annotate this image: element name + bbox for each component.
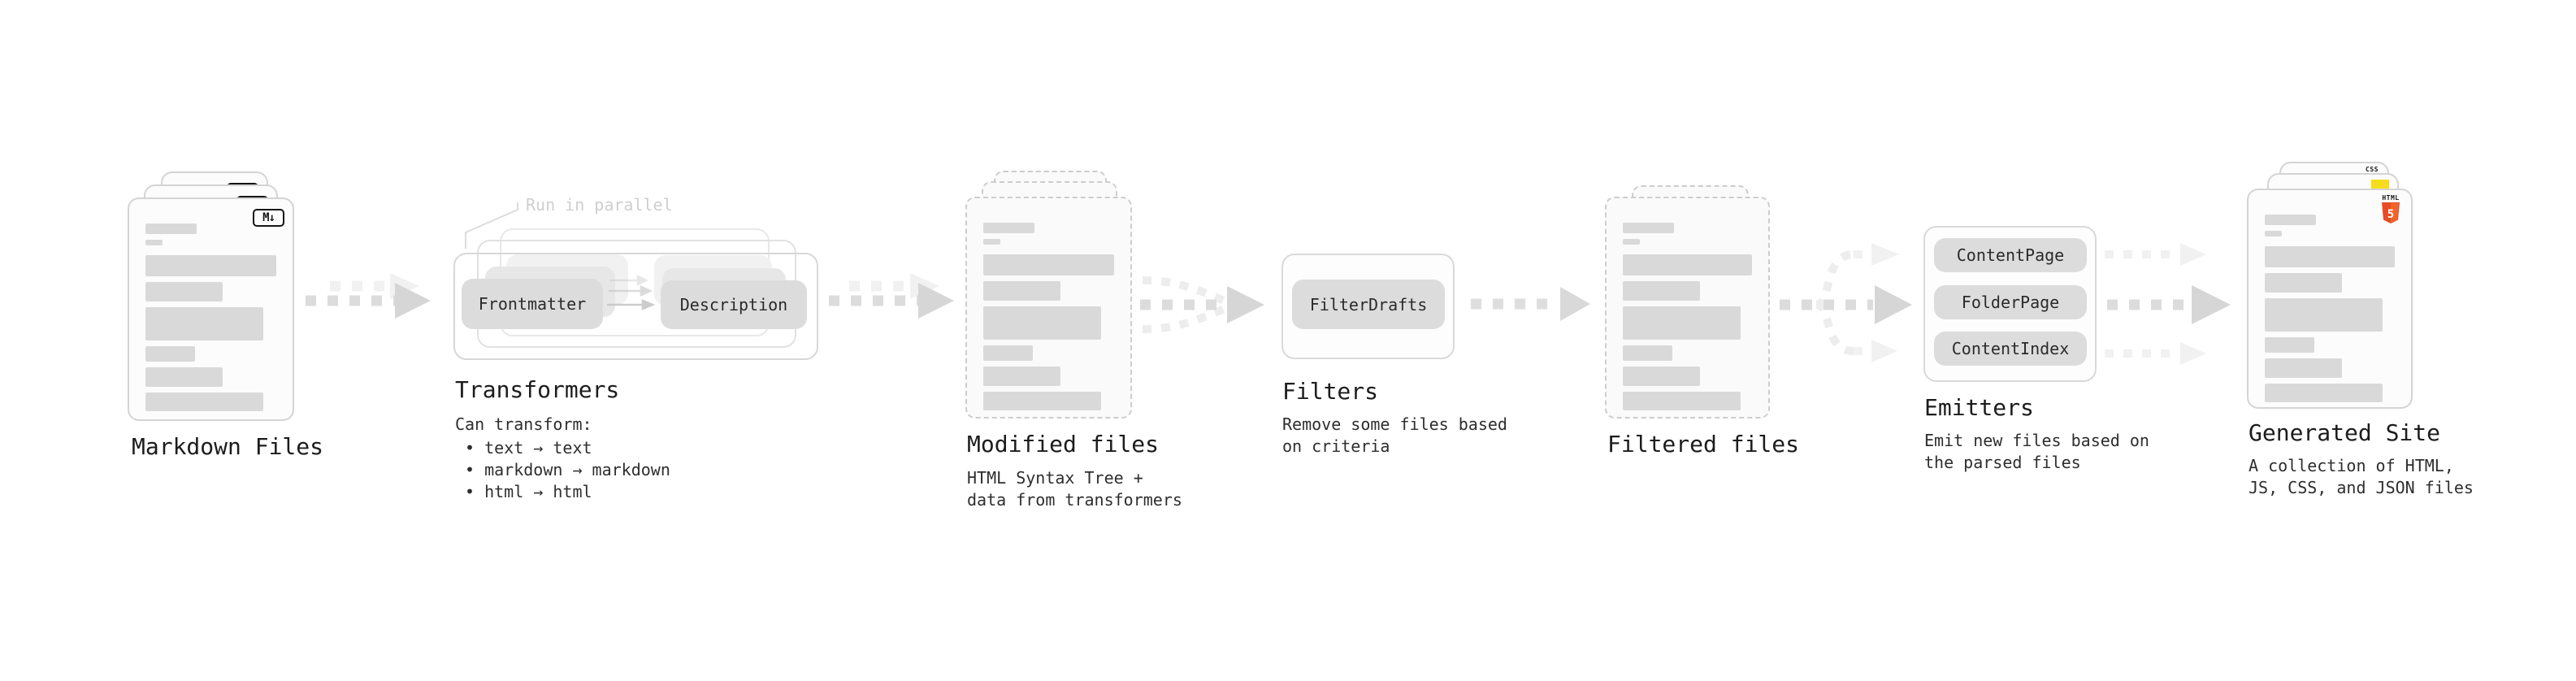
- stage-title-emitters: Emitters: [1924, 394, 2034, 421]
- stage-subtitle-generated-site: A collection of HTML, JS, CSS, and JSON …: [2249, 456, 2474, 497]
- bullet-item: • text → text: [465, 438, 592, 458]
- stage-title-filters: Filters: [1282, 378, 1379, 405]
- run-in-parallel-bracket: [465, 202, 518, 249]
- transform-step-arrows: [607, 274, 656, 310]
- css-icon-label: CSS: [2366, 166, 2379, 173]
- bullet-item: • html → html: [465, 482, 592, 501]
- svg-text:5: 5: [2387, 208, 2394, 221]
- transformers-bullet-list: • text → text • markdown → markdown • ht…: [465, 437, 670, 503]
- description-chip: Description: [661, 280, 807, 329]
- stage-filtered-files: [1605, 185, 1770, 419]
- file-card-dashed: [1605, 197, 1770, 419]
- stage-subtitle-transformers: Can transform:: [455, 414, 592, 434]
- frontmatter-chip: Frontmatter: [462, 279, 603, 329]
- markdown-icon: M↓: [253, 209, 284, 227]
- stage-title-transformers: Transformers: [455, 376, 620, 403]
- document-skeleton: [2265, 215, 2395, 402]
- file-card-dashed: [965, 197, 1132, 419]
- html5-icon: HTML 5: [2380, 194, 2401, 224]
- bullet-item: • markdown → markdown: [465, 460, 670, 479]
- js-icon: [2371, 180, 2389, 189]
- stage-title-markdown-files: Markdown Files: [132, 433, 324, 460]
- arrow-transformers-to-modified: [829, 273, 954, 319]
- emitter-chip-contentindex: ContentIndex: [1934, 332, 2087, 366]
- arrow-filters-to-filtered: [1471, 287, 1590, 321]
- stage-generated-site: CSS HTML 5: [2247, 162, 2413, 409]
- file-card: HTML 5: [2247, 189, 2413, 409]
- arrow-filtered-to-emitters: [1780, 243, 1912, 362]
- document-skeleton: [983, 223, 1114, 410]
- document-skeleton: [145, 223, 276, 411]
- run-in-parallel-annotation: Run in parallel: [526, 195, 673, 215]
- stage-modified-files: [965, 171, 1132, 419]
- document-skeleton: [1623, 223, 1752, 410]
- transformer-layer-front: [453, 253, 818, 360]
- arrow-modified-to-filters: [1140, 276, 1264, 333]
- file-card: M↓: [128, 197, 294, 421]
- stage-subtitle-modified-files: HTML Syntax Tree + data from transformer…: [967, 468, 1182, 510]
- stage-subtitle-emitters: Emit new files based on the parsed files: [1924, 431, 2149, 472]
- html5-icon-label: HTML: [2382, 194, 2400, 202]
- arrow-emitters-to-generated: [2105, 243, 2231, 365]
- stage-subtitle-filters: Remove some files based on criteria: [1282, 414, 1507, 456]
- filter-drafts-chip: FilterDrafts: [1292, 280, 1445, 329]
- stage-markdown-files: M↓ M↓ M↓: [128, 171, 294, 421]
- emitter-chip-contentpage: ContentPage: [1934, 238, 2087, 272]
- stage-title-filtered-files: Filtered files: [1607, 431, 1800, 458]
- emitter-chip-folderpage: FolderPage: [1934, 285, 2087, 319]
- stage-title-generated-site: Generated Site: [2249, 419, 2441, 446]
- stage-title-modified-files: Modified files: [967, 431, 1160, 458]
- arrow-markdown-to-transformers: [306, 273, 431, 319]
